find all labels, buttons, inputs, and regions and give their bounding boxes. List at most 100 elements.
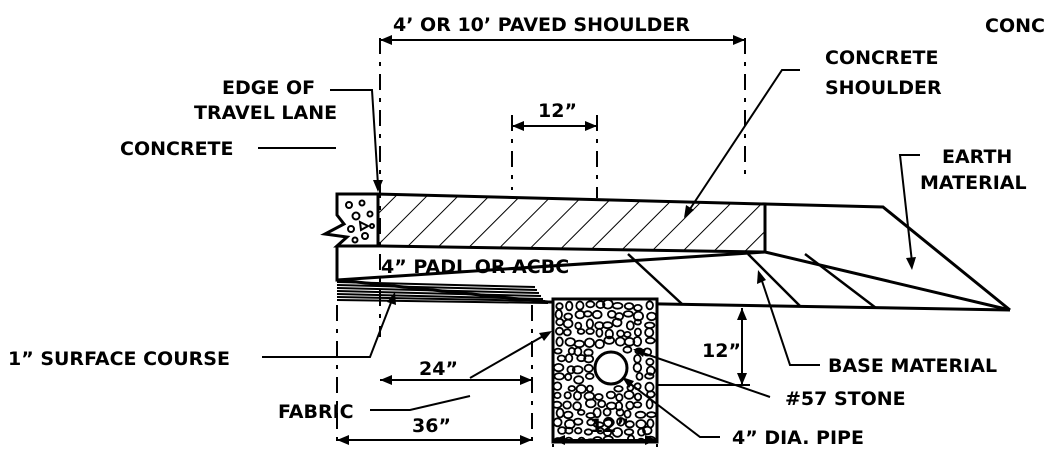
stone-particle [623, 302, 635, 311]
stone-particle [623, 390, 635, 400]
stone-particle [636, 437, 646, 442]
stone-particle [553, 400, 563, 409]
stone-particle [622, 345, 633, 354]
pipe-circle [593, 350, 629, 386]
stone-particle [577, 408, 586, 416]
stone-particle [645, 300, 654, 311]
stone-particle [566, 365, 576, 375]
stone-particle [585, 300, 596, 309]
earth-bottom-line [764, 250, 1011, 312]
stone-particle [611, 301, 624, 310]
stone-particle [644, 336, 656, 345]
label-fabric: FABRIC [278, 401, 354, 423]
stone-particle [642, 425, 653, 436]
stone-particle [611, 427, 624, 438]
label-concrete-shoulder-1: CONCRETE [825, 47, 939, 69]
stone-particle [646, 311, 657, 322]
label-concrete: CONCRETE [120, 138, 234, 160]
stone-particle [553, 372, 565, 381]
stone-particle [591, 436, 604, 442]
stone-particle [633, 318, 642, 326]
label-earth-1: EARTH [942, 146, 1012, 168]
stone-particle [594, 338, 605, 350]
stone-particle [553, 381, 563, 391]
stone-particle [571, 365, 584, 375]
stone-particle [576, 354, 587, 363]
stone-particle [623, 428, 635, 436]
label-12-top: 12” [538, 100, 577, 122]
extension-lines [336, 38, 746, 447]
stone-particle [616, 416, 626, 427]
stone-particle [553, 363, 565, 373]
stone-particle [595, 300, 606, 310]
stone-particle [583, 354, 595, 364]
label-24: 24” [419, 358, 458, 380]
stone-particle [623, 409, 632, 419]
stone-particle [611, 317, 623, 328]
stone-aggregate [553, 299, 657, 442]
stone-particle [644, 327, 655, 338]
label-base-material: BASE MATERIAL [828, 355, 997, 377]
stone-particle [584, 398, 597, 409]
label-pipe: 4” DIA. PIPE [732, 427, 864, 447]
stone-particle [564, 426, 574, 435]
label-padl: 4” PADL OR ACBC [381, 256, 569, 278]
dim-12-bottom [553, 435, 657, 445]
stone-particle [584, 372, 595, 380]
stone-particle [597, 399, 607, 409]
stone-particle [574, 427, 583, 435]
stone-particle [646, 390, 656, 399]
concrete-shoulder-slab [376, 192, 767, 254]
concrete-travel-lane [320, 192, 380, 248]
stone-particle [614, 401, 624, 412]
stone-particle [603, 335, 615, 345]
stone-particle [645, 357, 655, 366]
leader-lines [258, 69, 920, 438]
stone-particle [615, 393, 624, 402]
stone-particle [615, 408, 625, 417]
stone-particle [572, 401, 582, 411]
stone-particle [553, 347, 563, 355]
stone-particle [567, 385, 576, 392]
stone-particle [564, 372, 573, 382]
stone-particle [575, 300, 585, 311]
label-conc-top: CONC [985, 15, 1045, 37]
stone-particle [635, 371, 644, 381]
stone-particle [562, 328, 572, 337]
stone-particle [604, 328, 614, 340]
stone-particle [602, 407, 612, 417]
label-edge-1: EDGE OF [222, 77, 315, 99]
label-paved-shoulder: 4’ OR 10’ PAVED SHOULDER [393, 14, 690, 36]
stone-particle [646, 411, 657, 419]
stone-particle [632, 401, 643, 409]
stone-particle [644, 372, 655, 380]
stone-particle [601, 321, 614, 330]
stone-particle [595, 327, 604, 338]
earth-material-top [764, 202, 1011, 312]
dim-12-top [512, 121, 597, 131]
stone-particle [633, 392, 643, 402]
stone-particle [634, 410, 647, 419]
stone-particle [593, 393, 604, 401]
label-12-bottom: 12” [590, 415, 629, 437]
stone-particle [563, 391, 572, 400]
stone-particle [645, 365, 656, 376]
label-36: 36” [412, 415, 451, 437]
stone-particle [555, 336, 564, 347]
stone-particle [583, 363, 594, 373]
stone-particle [632, 336, 643, 347]
label-earth-2: MATERIAL [920, 172, 1027, 194]
stone-particle [592, 407, 602, 419]
label-edge-2: TRAVEL LANE [194, 102, 337, 124]
label-surface-course: 1” SURFACE COURSE [8, 348, 230, 370]
stone-particle [623, 330, 632, 338]
stone-particle [584, 337, 596, 349]
concrete-aggregate [345, 199, 375, 244]
stone-particle [583, 428, 594, 436]
stone-particle [585, 327, 595, 335]
stone-particle [591, 309, 603, 320]
dim-paved-shoulder [380, 35, 745, 45]
stone-particle [553, 391, 562, 400]
stone-particle [632, 362, 643, 373]
